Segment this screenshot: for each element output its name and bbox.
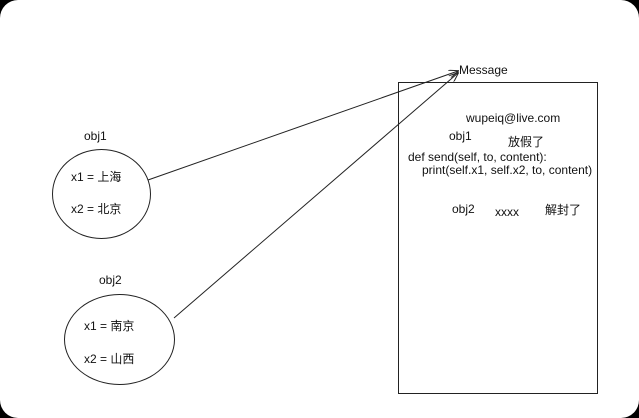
message-print-line: print(self.x1, self.x2, to, content) — [422, 163, 593, 177]
message-email: wupeiq@live.com — [466, 111, 561, 125]
obj1-x2-text: x2 = 北京 — [71, 202, 122, 216]
obj2-to-message-arrow — [173, 73, 458, 319]
message-def-line: def send(self, to, content): — [408, 150, 547, 164]
message-obj1-content: 放假了 — [508, 135, 545, 149]
message-obj1-label: obj1 — [449, 129, 472, 143]
obj2-x2-text: x2 = 山西 — [84, 352, 135, 366]
message-title: Message — [459, 63, 508, 77]
obj2-x1-text: x1 = 南京 — [84, 319, 135, 333]
obj1-to-message-arrow — [147, 71, 458, 181]
obj1-x1-text: x1 = 上海 — [71, 170, 122, 184]
obj2-label: obj2 — [99, 273, 122, 287]
obj1-label: obj1 — [84, 129, 107, 143]
message-obj2-content: 解封了 — [545, 203, 582, 217]
obj1-ellipse — [52, 149, 151, 239]
message-box — [398, 82, 598, 394]
message-obj2-label: obj2 — [452, 202, 475, 216]
obj2-ellipse — [64, 294, 175, 385]
message-obj2-to: xxxx — [495, 205, 519, 219]
